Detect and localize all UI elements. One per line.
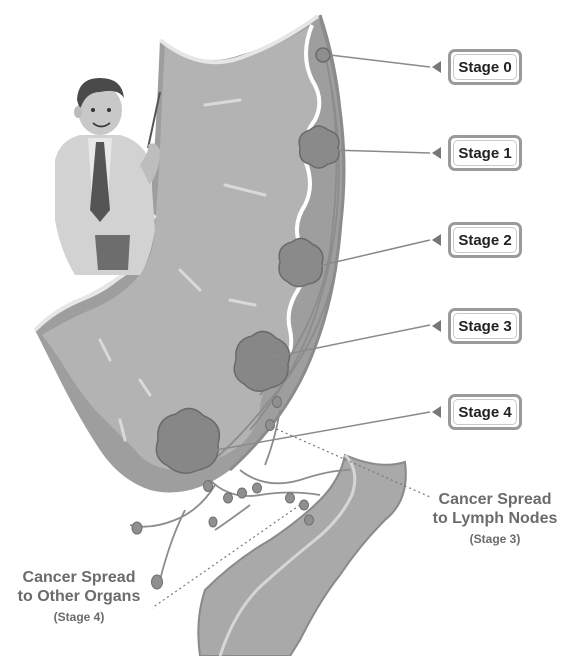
stage-4-label: Stage 4 bbox=[448, 394, 522, 430]
tissue-fragment bbox=[198, 455, 406, 656]
lymph-node bbox=[132, 522, 142, 534]
lymph-node bbox=[253, 483, 262, 493]
stage-3-text: Stage 3 bbox=[458, 318, 511, 335]
stage-4-text: Stage 4 bbox=[458, 404, 511, 421]
stage-1-label: Stage 1 bbox=[448, 135, 522, 171]
stage-2-text: Stage 2 bbox=[458, 232, 511, 249]
tumor-stage-2 bbox=[279, 238, 323, 286]
lymph-node bbox=[224, 493, 233, 503]
lymph-node bbox=[209, 517, 217, 527]
lymph-node bbox=[204, 481, 213, 492]
lymph-node bbox=[238, 488, 247, 498]
tumor-stage-3 bbox=[234, 331, 289, 391]
lymph-node bbox=[305, 515, 314, 525]
stage-2-label: Stage 2 bbox=[448, 222, 522, 258]
organs-spread-note: Cancer Spread to Other Organs (Stage 4) bbox=[4, 568, 154, 627]
stage-3-label: Stage 3 bbox=[448, 308, 522, 344]
lymph-spread-note: Cancer Spread to Lymph Nodes (Stage 3) bbox=[425, 490, 565, 549]
tumor-stage-4 bbox=[156, 408, 219, 473]
tumor-stage-1 bbox=[299, 126, 339, 168]
doctor-figure bbox=[55, 78, 160, 275]
lymph-note-line1: Cancer Spread bbox=[425, 490, 565, 509]
lymph-node bbox=[300, 500, 309, 510]
organs-note-line1: Cancer Spread bbox=[4, 568, 154, 587]
lymph-note-stage: (Stage 3) bbox=[425, 530, 565, 549]
stage-arrows bbox=[432, 61, 441, 418]
stage-0-text: Stage 0 bbox=[458, 59, 511, 76]
lymph-node bbox=[273, 397, 282, 408]
lymph-node bbox=[266, 420, 275, 431]
tumor-stage-0 bbox=[316, 48, 330, 62]
stage-1-text: Stage 1 bbox=[458, 145, 511, 162]
stage-0-label: Stage 0 bbox=[448, 49, 522, 85]
lymph-node bbox=[286, 493, 295, 503]
lymph-note-line2: to Lymph Nodes bbox=[425, 509, 565, 528]
organs-note-line2: to Other Organs bbox=[4, 587, 154, 606]
organs-note-stage: (Stage 4) bbox=[4, 608, 154, 627]
